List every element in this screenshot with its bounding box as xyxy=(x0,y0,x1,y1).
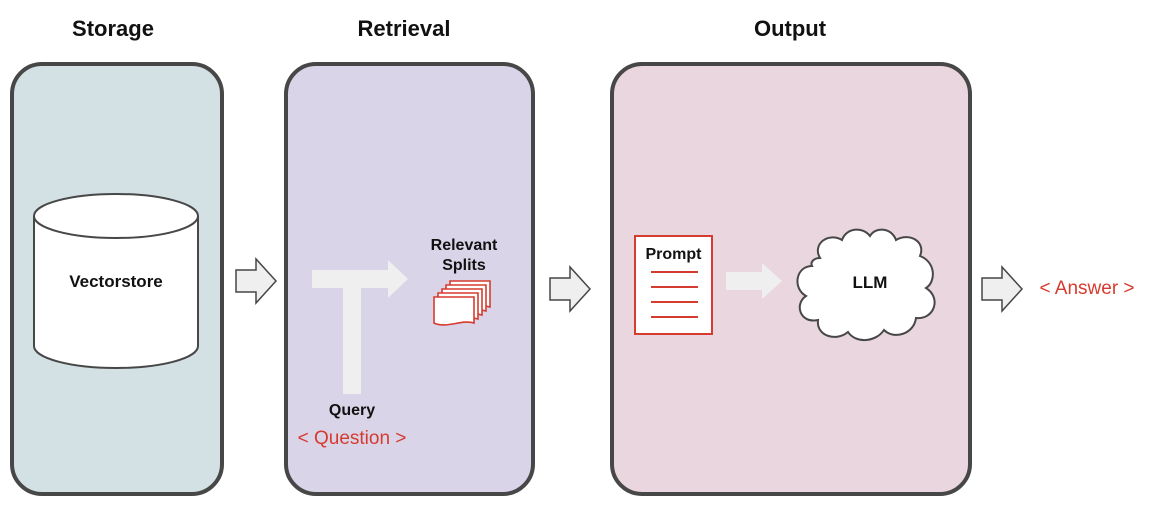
question-label: < Question > xyxy=(297,428,407,449)
relevant-splits-label: Relevant Splits xyxy=(430,237,498,274)
prompt-document-icon xyxy=(634,235,713,335)
prompt-to-llm-arrow xyxy=(726,263,782,299)
arrow-right-icon xyxy=(981,265,1024,313)
retrieval-flow-arrow xyxy=(312,260,408,394)
database-cylinder-icon xyxy=(33,193,199,369)
arrow-right-icon xyxy=(549,265,592,313)
vectorstore-label: Vectorstore xyxy=(69,272,163,291)
answer-label: < Answer > xyxy=(1039,278,1135,299)
query-label: Query xyxy=(328,402,376,419)
prompt-label: Prompt xyxy=(645,246,702,263)
arrow-right-icon xyxy=(235,257,278,305)
cloud-icon xyxy=(796,228,936,341)
documents-stack-icon xyxy=(433,280,491,326)
storage-title: Storage xyxy=(72,16,154,41)
output-title: Output xyxy=(753,16,827,41)
retrieval-title: Retrieval xyxy=(357,16,451,41)
llm-label: LLM xyxy=(852,273,888,292)
